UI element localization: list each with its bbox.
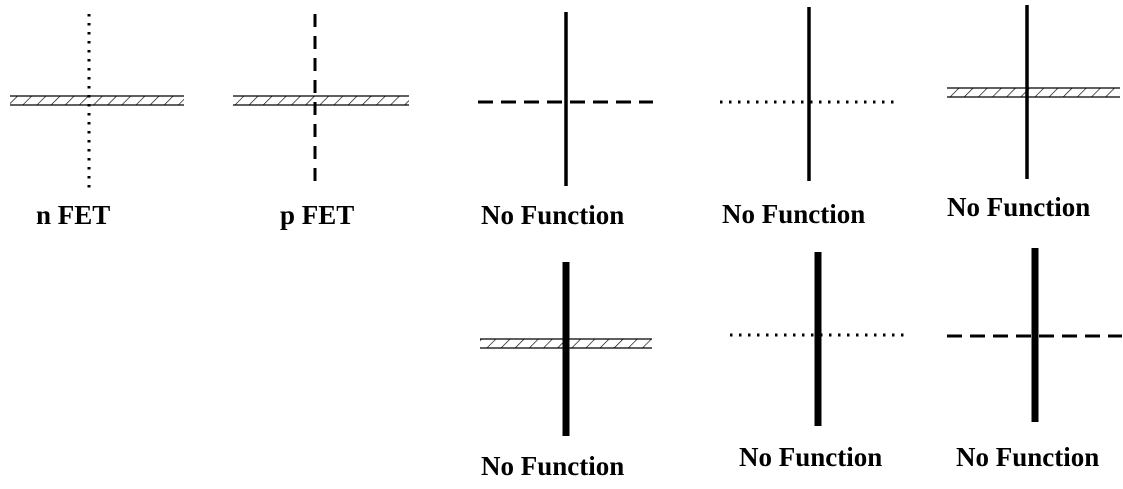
cell-no-function-2: No Function xyxy=(720,7,896,229)
cell-label: No Function xyxy=(481,451,624,481)
cell-no-function-4: No Function xyxy=(480,262,652,481)
cell-no-function-1: No Function xyxy=(478,12,653,230)
cell-label: p FET xyxy=(280,200,354,230)
cell-n-fet: n FET xyxy=(10,14,184,230)
cell-label: n FET xyxy=(36,200,110,230)
cell-p-fet: p FET xyxy=(233,14,409,230)
hatched-wire xyxy=(947,87,1120,98)
cell-label: No Function xyxy=(947,192,1090,222)
hatched-wire xyxy=(10,95,184,106)
cell-no-function-5: No Function xyxy=(730,252,908,472)
cell-label: No Function xyxy=(739,442,882,472)
cell-label: No Function xyxy=(481,200,624,230)
cell-no-function-6: No Function xyxy=(947,248,1122,472)
cell-label: No Function xyxy=(722,199,865,229)
hatched-wire xyxy=(233,95,409,106)
cell-label: No Function xyxy=(956,442,1099,472)
cell-no-function-3: No Function xyxy=(947,5,1120,222)
